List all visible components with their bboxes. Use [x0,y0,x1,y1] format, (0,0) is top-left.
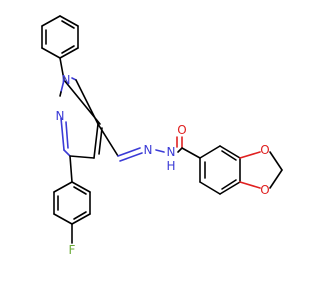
fluorophenyl-ring [53,155,91,225]
bond-c4-ch [97,123,119,157]
bond-phenyl-n1 [59,57,65,81]
bond-n-co [177,147,183,153]
chemical-structure: N N N N H O O O F [41,15,283,257]
atom-n2: N [56,109,65,123]
atom-o-ring-bottom: O [260,183,269,197]
bond-n-n [155,149,165,153]
atom-n1: N [62,73,71,87]
atom-fluorine: F [69,243,76,257]
bond-co-ring [181,147,201,159]
phenyl-ring [41,15,79,59]
atom-o-carbonyl: O [177,123,186,137]
bond-imine [117,147,141,157]
pyrazole-ring [59,77,103,159]
benzodioxole-benzene-ring [199,145,241,195]
atom-h-amide: H [166,159,175,173]
atom-o-ring-top: O [260,143,269,157]
atom-n-amide: N [167,145,176,159]
dioxole-ring [239,151,283,189]
atom-n-imine: N [144,143,153,157]
